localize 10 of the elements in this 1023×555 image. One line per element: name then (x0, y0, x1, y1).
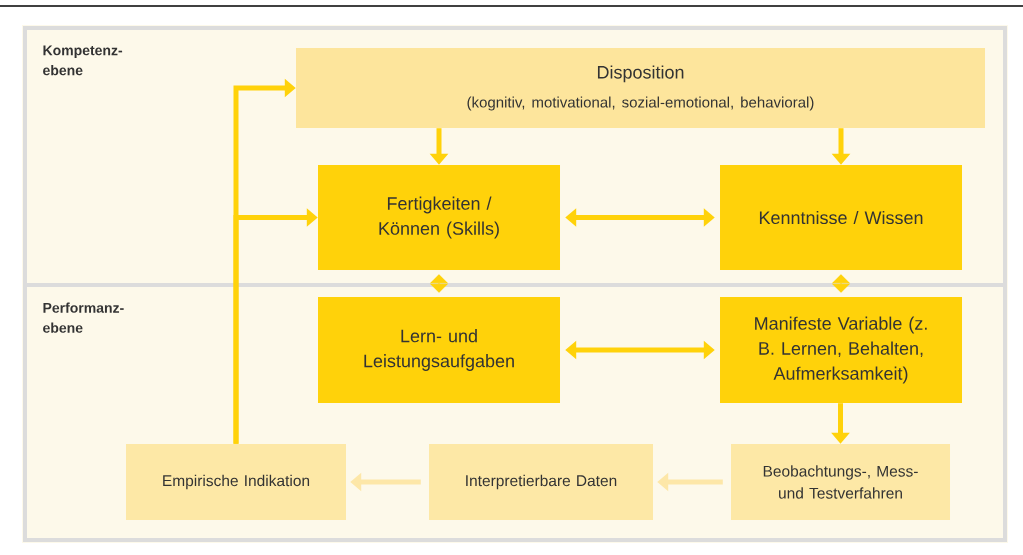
process-box: Kenntnisse / Wissen (720, 165, 962, 270)
process-box: Fertigkeiten / Können (Skills) (318, 165, 560, 270)
process-box: Lern- und Leistungsaufgaben (318, 297, 560, 403)
arrow (430, 274, 448, 293)
process-box: Disposition (kognitiv, motivational, sozial-emotional, behavioral) (296, 48, 985, 128)
process-box: Interpretierbare Daten (429, 444, 653, 520)
process-box: Manifeste Variable (z. B. Lernen, Behalten, Aufmerksamkeit) (720, 297, 962, 403)
process-box: Beobachtungs-, Mess- und Testverfahren (731, 444, 950, 520)
arrow (832, 274, 850, 293)
process-box: Empirische Indikation (126, 444, 346, 520)
